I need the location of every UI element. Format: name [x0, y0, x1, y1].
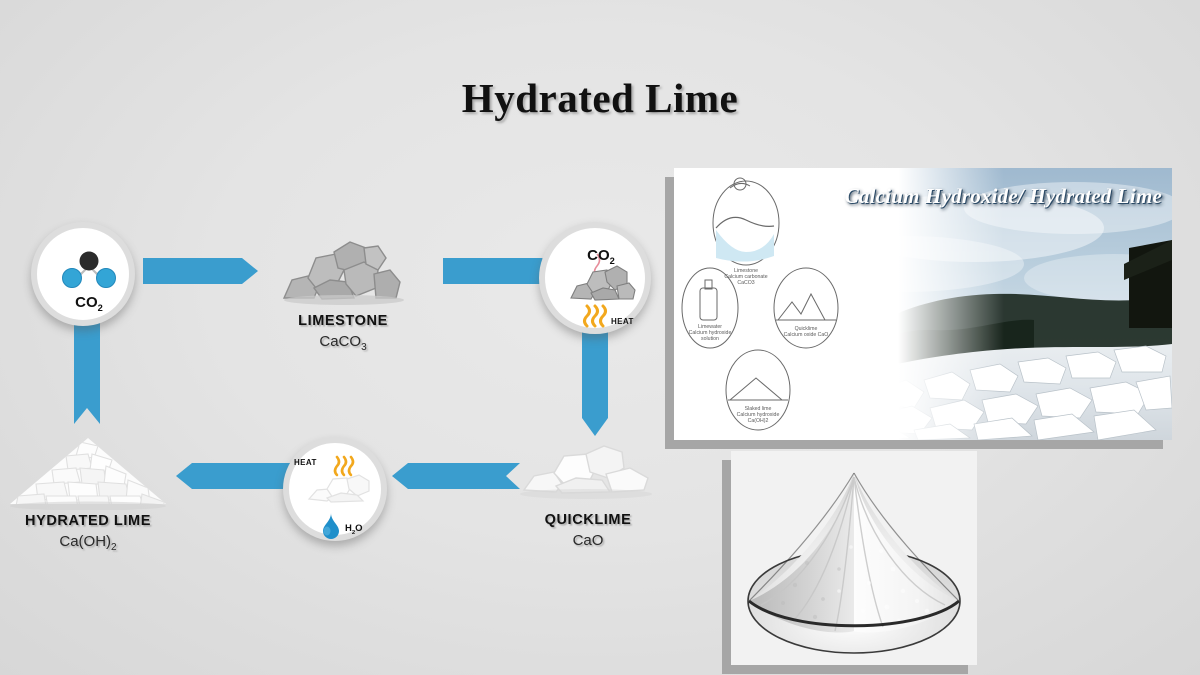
banner-caption: Calcium Hydroxide/ Hydrated Lime — [844, 184, 1162, 208]
arrow-quicklime-to-hydration — [392, 463, 520, 489]
arrow-co2-down — [74, 308, 100, 424]
svg-text:solution: solution — [701, 336, 719, 342]
calcination-co2-label: CO2 — [587, 247, 615, 266]
svg-text:Calcium hydroxide: Calcium hydroxide — [737, 412, 780, 418]
arrow-hydration-to-hydrated-lime — [176, 463, 300, 489]
arrow-limestone-to-calcination — [443, 258, 558, 284]
co2-molecule-icon — [37, 228, 129, 320]
page-title: Hydrated Lime — [461, 75, 739, 121]
svg-text:Limestone: Limestone — [734, 268, 758, 274]
svg-text:Ca(OH)2: Ca(OH)2 — [748, 418, 769, 424]
svg-text:Calcium oxide CaO: Calcium oxide CaO — [784, 332, 829, 338]
hydration-icon — [289, 443, 381, 539]
arrow-co2-to-limestone — [143, 258, 258, 284]
svg-text:Calcium hydroxide: Calcium hydroxide — [689, 330, 732, 336]
kiln-heat-icon — [545, 228, 645, 328]
svg-text:CaCO3: CaCO3 — [737, 280, 754, 286]
quicklime-name: QUICKLIME — [544, 512, 632, 528]
caption-limestone: LIMESTONE CaCO3 — [263, 313, 423, 353]
caption-hydrated-lime: HYDRATED LIME Ca(OH)2 — [0, 513, 176, 553]
lime-powder-pile-photo[interactable] — [731, 451, 977, 665]
quicklime-formula: CaO — [572, 532, 604, 549]
calcium-hydroxide-banner-photo[interactable]: Limestone Calcium carbonate CaCO3 Limewa… — [674, 168, 1172, 440]
hydrated-lime-formula: Ca(OH)2 — [59, 533, 117, 553]
hydration-heat-label: HEAT — [294, 458, 317, 467]
white-lime-pile-icon — [10, 438, 166, 511]
caption-quicklime: QUICKLIME CaO — [508, 512, 668, 552]
node-limestone[interactable] — [278, 236, 408, 306]
svg-text:Quicklime: Quicklime — [795, 326, 818, 332]
hydrated-lime-name: HYDRATED LIME — [25, 513, 151, 529]
hydration-water-label: H2O — [345, 523, 363, 536]
limestone-formula: CaCO3 — [319, 333, 367, 353]
gray-rocks-icon — [282, 241, 404, 305]
calcination-heat-label: HEAT — [611, 317, 634, 326]
limestone-name: LIMESTONE — [298, 313, 388, 329]
node-quicklime[interactable] — [510, 440, 670, 500]
node-co2-circle[interactable]: CO2 — [31, 222, 135, 326]
node-hydrated-lime[interactable] — [6, 436, 170, 511]
svg-text:Limewater: Limewater — [698, 324, 722, 330]
svg-text:Slaked lime: Slaked lime — [745, 406, 772, 412]
svg-text:Calcium carbonate: Calcium carbonate — [724, 274, 767, 280]
white-rocks-icon — [520, 445, 652, 499]
co2-circle-label: CO2 — [75, 294, 103, 313]
node-hydration-circle[interactable]: HEAT H2O — [283, 437, 387, 541]
node-calcination-circle[interactable]: CO2 HEAT — [539, 222, 651, 334]
